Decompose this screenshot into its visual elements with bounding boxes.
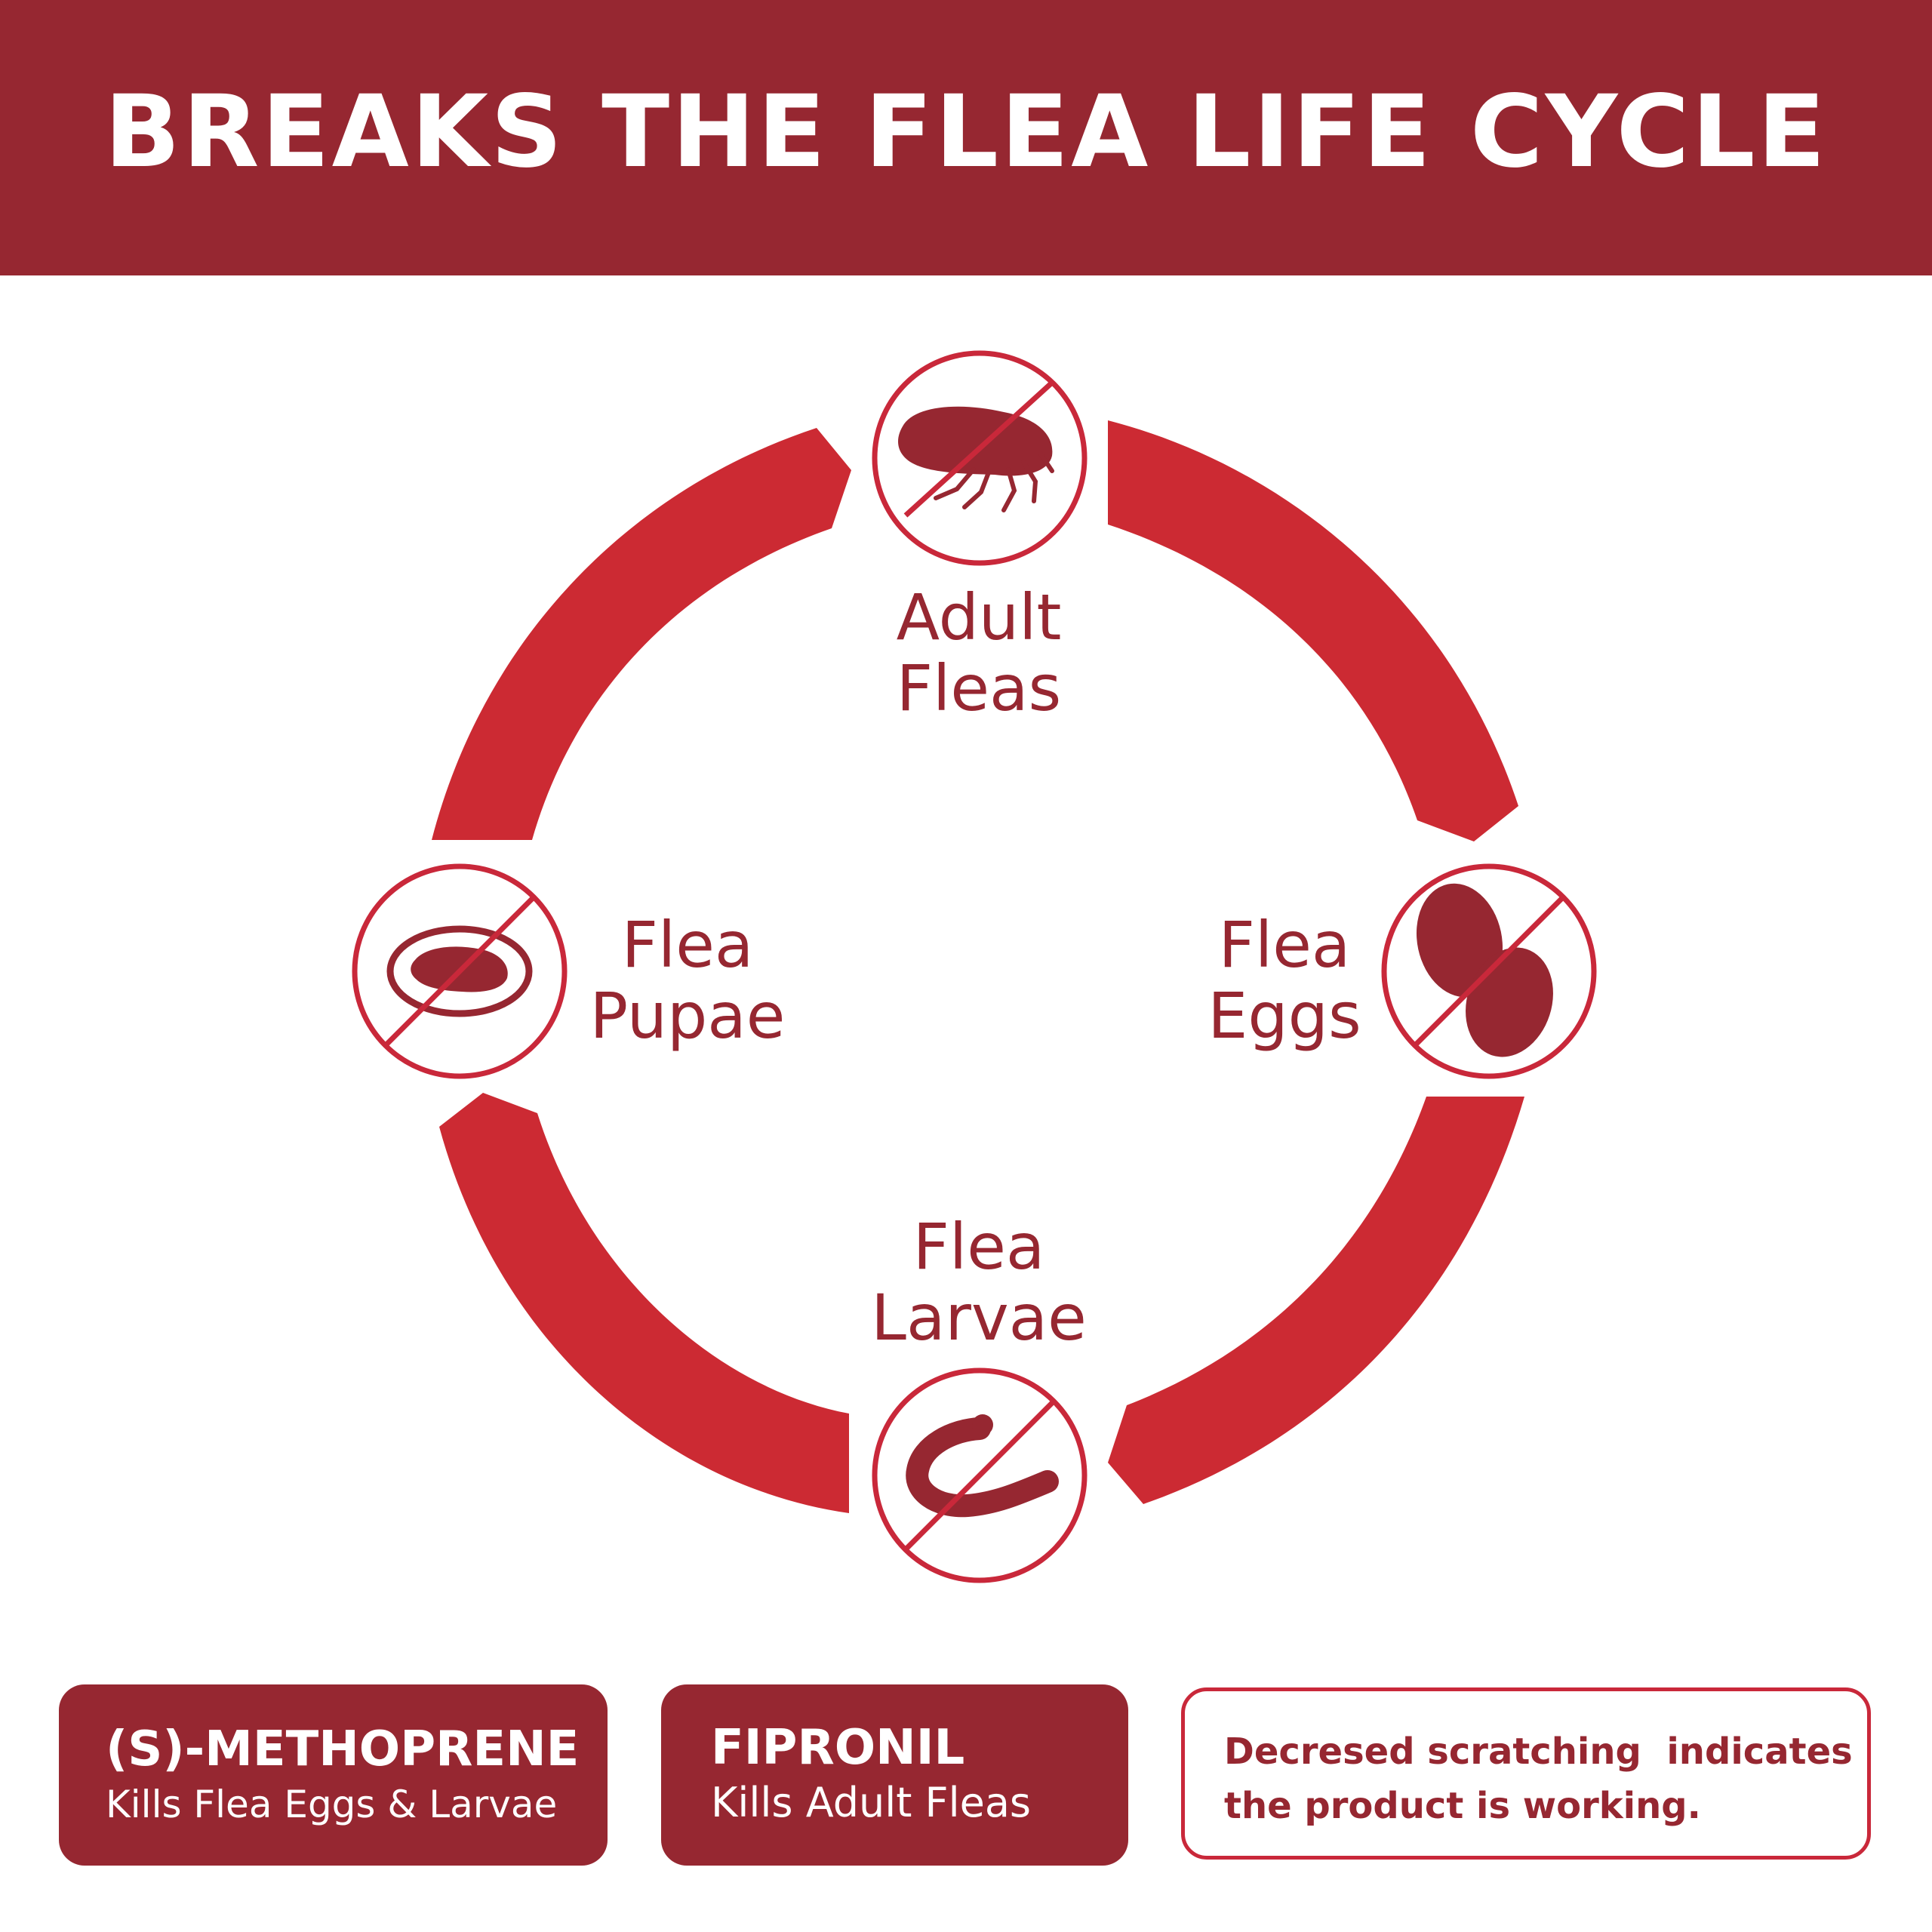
- fipronil-subtitle: Kills Adult Fleas: [711, 1779, 1032, 1826]
- flea-larva-icon: [906, 1414, 1059, 1518]
- fipronil-card: FIPRONIL Kills Adult Fleas: [661, 1684, 1128, 1866]
- page-title: BREAKS THE FLEA LIFE CYCLE: [104, 73, 1828, 190]
- cycle-arrow-top-left: [432, 428, 851, 840]
- stage-label-line2: Fleas: [896, 651, 1062, 725]
- methoprene-card: (S)-METHOPRENE Kills Flea Eggs & Larvae: [59, 1684, 608, 1866]
- flea-eggs-badge: [1381, 863, 1597, 1079]
- stage-label-line2: Larvae: [871, 1281, 1087, 1355]
- stage-label-line1: Adult: [896, 580, 1062, 654]
- stage-label-line1: Flea: [1218, 908, 1351, 982]
- stage-label-line1: Flea: [621, 908, 754, 982]
- flea-larva-badge: [872, 1367, 1088, 1583]
- stage-label-flea-larvae: Flea Larvae: [828, 1211, 1130, 1353]
- cycle-arrow-bottom-right: [1108, 1097, 1524, 1504]
- stage-label-line2: Pupae: [589, 979, 786, 1053]
- flea-pupa-badge: [352, 863, 568, 1079]
- fipronil-title: FIPRONIL: [711, 1720, 965, 1776]
- note-line2: the product is working.: [1224, 1785, 1701, 1827]
- stage-label-adult-fleas: Adult Fleas: [828, 582, 1130, 724]
- methoprene-subtitle: Kills Flea Eggs & Larvae: [106, 1783, 558, 1826]
- scratching-note-card: Decresed scratching indicates the produc…: [1181, 1687, 1871, 1860]
- cycle-arrow-bottom-left: [439, 1093, 849, 1513]
- stage-label-line1: Flea: [912, 1210, 1045, 1284]
- stage-label-line2: Eggs: [1208, 979, 1361, 1053]
- stage-label-flea-pupae: Flea Pupae: [537, 909, 838, 1051]
- methoprene-title: (S)-METHOPRENE: [106, 1721, 580, 1777]
- title-banner: BREAKS THE FLEA LIFE CYCLE: [0, 0, 1932, 275]
- cycle-arrow-top-right: [1108, 420, 1518, 841]
- adult-flea-badge: [872, 350, 1088, 566]
- note-line1: Decresed scratching indicates: [1224, 1730, 1853, 1773]
- stage-label-flea-eggs: Flea Eggs: [1134, 909, 1435, 1051]
- adult-flea-icon: [898, 406, 1054, 512]
